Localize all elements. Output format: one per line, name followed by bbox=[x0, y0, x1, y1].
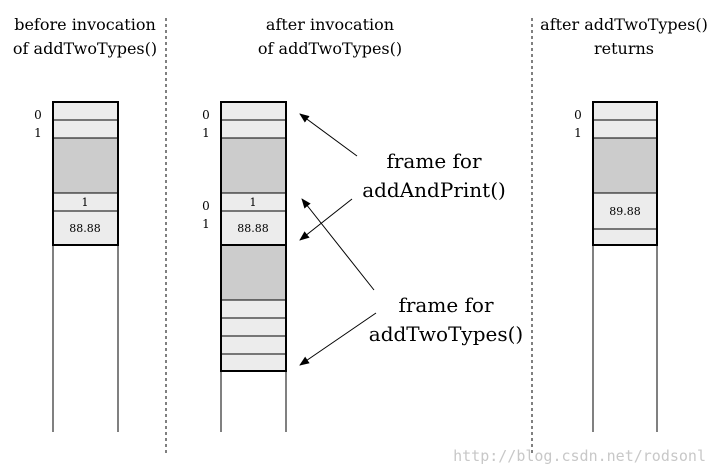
operand-slot-2 bbox=[220, 335, 287, 355]
arrow-to-frame-top bbox=[299, 113, 358, 157]
frame-data-block bbox=[52, 137, 119, 194]
frame-data-block bbox=[592, 137, 658, 194]
empty-slot bbox=[592, 228, 658, 246]
column-after-title-line1: after invocation bbox=[266, 15, 394, 34]
operand-slot-3 bbox=[220, 353, 287, 372]
column-returns: after addTwoTypes() returns 0 1 89.88 bbox=[540, 15, 708, 432]
index-label-0: 0 bbox=[574, 108, 582, 122]
annotation-label-line2: addAndPrint() bbox=[362, 178, 506, 202]
local-slot-1 bbox=[52, 119, 119, 139]
arrow-to-frame-top bbox=[301, 198, 375, 291]
annotation-label-line1: frame for bbox=[386, 149, 481, 173]
local-slot-0 bbox=[220, 101, 287, 121]
cell-value-double: 88.88 bbox=[237, 222, 269, 235]
stack-frame-addtwotypes bbox=[220, 244, 287, 372]
index-label-1: 1 bbox=[202, 126, 210, 140]
local-slot-0 bbox=[592, 101, 658, 121]
index-label-0: 0 bbox=[34, 108, 42, 122]
column-before-title-line2: of addTwoTypes() bbox=[13, 39, 157, 58]
arrow-to-frame-bottom bbox=[299, 312, 377, 366]
local-slot-1 bbox=[592, 119, 658, 139]
local-slot-1 bbox=[220, 119, 287, 139]
frame-data-block bbox=[220, 244, 287, 301]
operand-slot-1 bbox=[220, 317, 287, 337]
annotation-addandprint: frame for addAndPrint() bbox=[299, 113, 506, 241]
frame-outline bbox=[592, 101, 658, 246]
cell-value-int: 1 bbox=[82, 196, 89, 209]
index-label-1: 1 bbox=[202, 217, 210, 231]
index-label-1: 1 bbox=[574, 126, 582, 140]
column-after-title-line2: of addTwoTypes() bbox=[258, 39, 402, 58]
frame-outline bbox=[220, 244, 287, 372]
watermark-text: http://blog.csdn.net/rodsonl bbox=[453, 447, 706, 465]
operand-slot-0 bbox=[220, 299, 287, 319]
cell-value-double: 88.88 bbox=[69, 222, 101, 235]
local-slot-0 bbox=[52, 101, 119, 121]
frame-outline bbox=[52, 101, 119, 246]
stack-frame-box bbox=[592, 101, 658, 246]
index-label-0: 0 bbox=[202, 108, 210, 122]
column-returns-title-line2: returns bbox=[594, 39, 654, 58]
column-after: after invocation of addTwoTypes() 0 1 0 … bbox=[202, 15, 402, 432]
cell-value-result: 89.88 bbox=[609, 205, 641, 218]
result-slot bbox=[592, 192, 658, 230]
index-label-0: 0 bbox=[202, 199, 210, 213]
column-before: before invocation of addTwoTypes() 0 1 1… bbox=[13, 15, 157, 432]
column-returns-title-line1: after addTwoTypes() bbox=[540, 15, 708, 34]
cell-value-int: 1 bbox=[250, 196, 257, 209]
frame-data-block bbox=[220, 137, 287, 194]
annotation-label-line2: addTwoTypes() bbox=[369, 322, 523, 346]
annotation-addtwotypes: frame for addTwoTypes() bbox=[299, 198, 523, 366]
stack-frame-box bbox=[52, 101, 119, 246]
arrow-to-frame-bottom bbox=[299, 198, 353, 241]
stack-frame-addandprint bbox=[220, 101, 287, 246]
annotation-label-line1: frame for bbox=[398, 293, 493, 317]
column-before-title-line1: before invocation bbox=[14, 15, 156, 34]
index-label-1: 1 bbox=[34, 126, 42, 140]
